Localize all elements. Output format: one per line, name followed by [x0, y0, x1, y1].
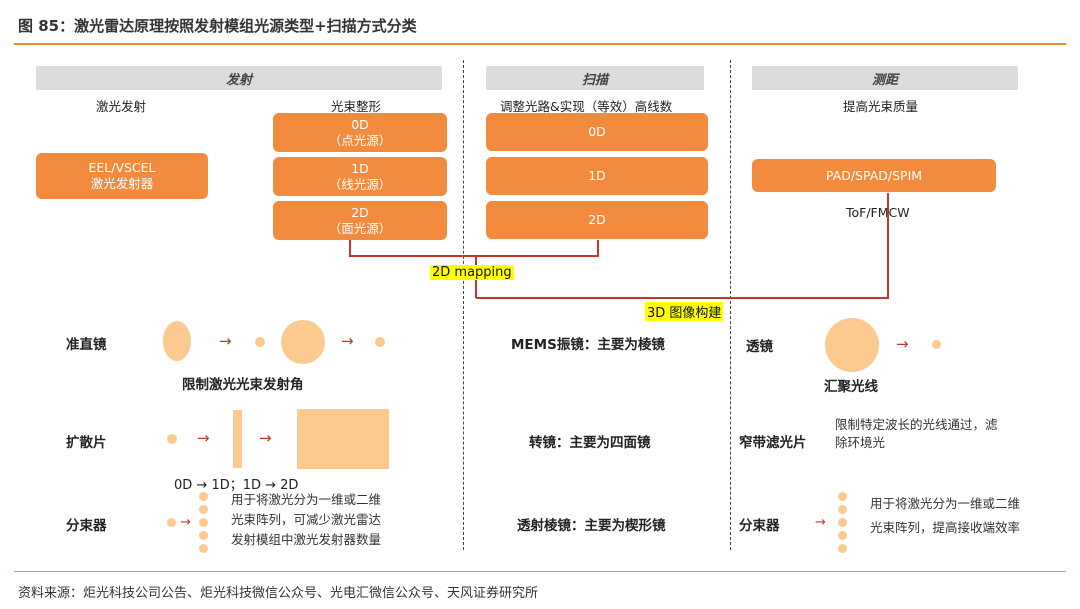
- beam-spot-icon: [167, 518, 176, 527]
- source-note: 资料来源：炬光科技公司公告、炬光科技微信公众号、光电汇微信公众号、天风证券研究所: [18, 582, 538, 601]
- splitter-desc-line: 光束阵列，可减少激光雷达: [231, 510, 381, 530]
- arrow-icon: →: [815, 515, 826, 530]
- splitter-label: 分束器: [66, 514, 107, 534]
- filter-desc-line: 除环境光: [835, 434, 998, 452]
- mapping-2d-label: 2D mapping: [430, 265, 514, 280]
- splitter-desc-line: 用于将激光分为一维或二维: [231, 490, 381, 510]
- area-beam-icon: [297, 409, 389, 469]
- lens-label: 透镜: [746, 335, 773, 355]
- image-3d-line: [476, 193, 888, 298]
- splitter-desc: 用于将激光分为一维或二维 光束阵列，可减少激光雷达 发射模组中激光发射器数量: [231, 490, 381, 550]
- diffuser-label: 扩散片: [66, 431, 107, 451]
- rotating-mirror-label: 转镜：主要为四面镜: [529, 431, 651, 451]
- line-beam-icon: [233, 410, 242, 468]
- arrow-icon: →: [896, 337, 909, 352]
- mapping-2d-line: [350, 240, 598, 256]
- filter-desc: 限制特定波长的光线通过，滤 除环境光: [835, 416, 998, 452]
- lens-icon: [825, 318, 879, 372]
- beam-array-icon: [838, 492, 848, 553]
- filter-desc-line: 限制特定波长的光线通过，滤: [835, 416, 998, 434]
- arrow-icon: →: [180, 515, 191, 530]
- beam-spot-icon: [255, 337, 265, 347]
- bottom-rule: [14, 571, 1066, 572]
- collimator-label: 准直镜: [66, 333, 107, 353]
- prism-label: 透射棱镜：主要为楔形镜: [517, 514, 666, 534]
- beam-spot-icon: [932, 340, 941, 349]
- beam-array-icon: [199, 492, 209, 553]
- receiver-splitter-desc: 用于将激光分为一维或二维 光束阵列，提高接收端效率: [870, 492, 1020, 540]
- arrow-icon: →: [259, 431, 272, 446]
- beam-spot-icon: [375, 337, 385, 347]
- filter-label: 窄带滤光片: [739, 431, 807, 451]
- receiver-splitter-desc-line: 光束阵列，提高接收端效率: [870, 516, 1020, 540]
- lens-caption: 汇聚光线: [824, 375, 878, 395]
- receiver-splitter-desc-line: 用于将激光分为一维或二维: [870, 492, 1020, 516]
- mems-label: MEMS振镜：主要为棱镜: [511, 333, 665, 353]
- beam-spot-icon: [167, 434, 177, 444]
- arrow-icon: →: [219, 334, 232, 349]
- collimator-caption: 限制激光光束发射角: [182, 373, 304, 393]
- splitter-desc-line: 发射模组中激光发射器数量: [231, 530, 381, 550]
- collimator-lens-icon: [163, 321, 191, 361]
- collimator-output-icon: [281, 320, 325, 364]
- image-3d-label: 3D 图像构建: [645, 302, 723, 321]
- receiver-splitter-label: 分束器: [739, 514, 780, 534]
- arrow-icon: →: [341, 334, 354, 349]
- arrow-icon: →: [197, 431, 210, 446]
